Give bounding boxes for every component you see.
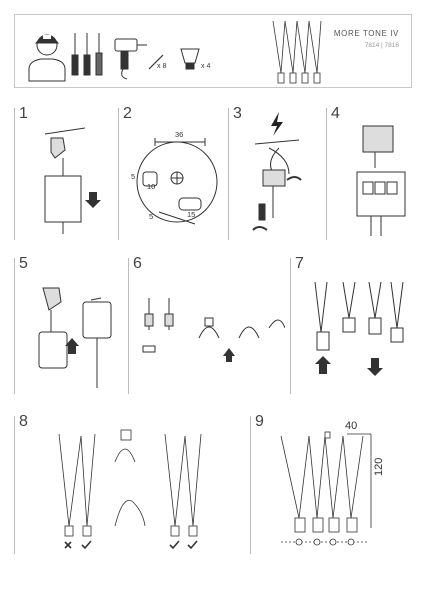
terminal-block-shape [363,126,393,152]
dim-height-label: 120 [373,458,385,476]
product-codes: 7814 | 7816 [365,42,399,49]
product-name: MORE TONE IV [334,29,399,38]
dim-label: 36 [175,130,183,139]
step-6-illustration [129,258,285,394]
screwdriver-icon [72,33,90,75]
step-3: 3 [228,108,319,240]
dim-label: 15 [187,210,195,219]
worker-icon [29,35,65,81]
step-9: 9 40 120 [250,416,411,554]
canopy-shape [45,176,81,222]
dim-width-label: 40 [345,420,357,432]
step-7: 7 [290,258,411,394]
arrow-up-icon [315,356,331,374]
step-1-illustration [15,108,111,240]
product-lamp-icon [273,21,321,83]
lightning-icon [271,112,283,136]
step-3-illustration [229,108,319,240]
step-2: 2 36 5 10 15 5 [118,108,219,240]
bulb-icon [181,49,199,69]
step-1: 1 [14,108,111,240]
dim-label: 5 [149,212,153,221]
step-4-illustration [327,108,411,240]
check-icon [82,541,197,548]
tester-icon [96,33,102,75]
dim-label: 5 [131,172,135,181]
screw-quantity: x 8 [157,63,166,70]
arrow-up-icon [223,348,235,362]
dim-label: 10 [147,182,155,191]
step-9-illustration [251,416,411,554]
header-panel: MORE TONE IV 7814 | 7816 x 8 x 4 [14,14,412,88]
arrow-down-icon [367,358,383,376]
step-8: 8 [14,416,241,554]
step-6: 6 [128,258,285,394]
step-4: 4 [326,108,411,240]
step-8-illustration [15,416,241,554]
step-7-illustration [291,258,411,394]
drill-icon [115,39,147,79]
arrow-down-icon [85,192,101,208]
tools-illustration [15,15,411,87]
step-5-illustration [15,258,119,394]
step-5: 5 [14,258,119,394]
cross-icon [65,542,71,548]
bulb-quantity: x 4 [201,63,210,70]
